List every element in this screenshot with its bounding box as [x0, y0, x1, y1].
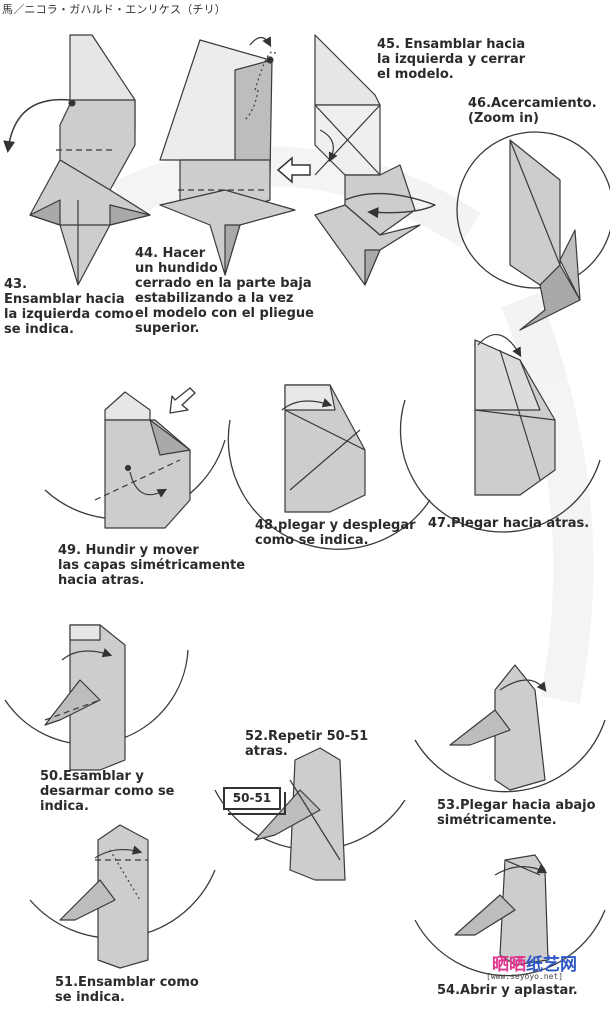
fold-diagram-step-43 [8, 35, 150, 285]
step-53-caption: 53.Plegar hacia abajo simétricamente. [437, 798, 596, 828]
step-49-caption: 49. Hundir y mover las capas simétricame… [58, 543, 245, 588]
step-48-caption: 48.plegar y desplegar como se indica. [255, 518, 416, 548]
fold-diagram-step-50 [5, 625, 188, 770]
fold-diagram-step-49 [45, 388, 225, 528]
step-45-caption: 45. Ensamblar hacia la izquierda y cerra… [377, 37, 525, 82]
step-47-caption: 47.Plegar hacia atras. [428, 516, 589, 531]
step-52-caption: 52.Repetir 50-51 atras. [245, 729, 368, 759]
step-51-caption: 51.Ensamblar como se indica. [55, 975, 199, 1005]
watermark-url: [www.seyoyo.net] [486, 972, 563, 981]
repeat-reference-box: 50-51 [223, 787, 281, 810]
step-50-caption: 50.Esamblar y desarmar como se indica. [40, 769, 175, 814]
fold-diagram-step-51 [30, 825, 215, 968]
page-header: 馬／ニコラ・ガハルド・エンリケス（チリ） [2, 1, 226, 17]
step-43-caption: 43. Ensamblar hacia la izquierda como se… [4, 277, 134, 337]
step-54-caption: 54.Abrir y aplastar. [437, 983, 578, 998]
step-46-caption: 46.Acercamiento. (Zoom in) [468, 96, 597, 126]
step-44-caption: 44. Hacer un hundido cerrado en la parte… [135, 246, 314, 336]
